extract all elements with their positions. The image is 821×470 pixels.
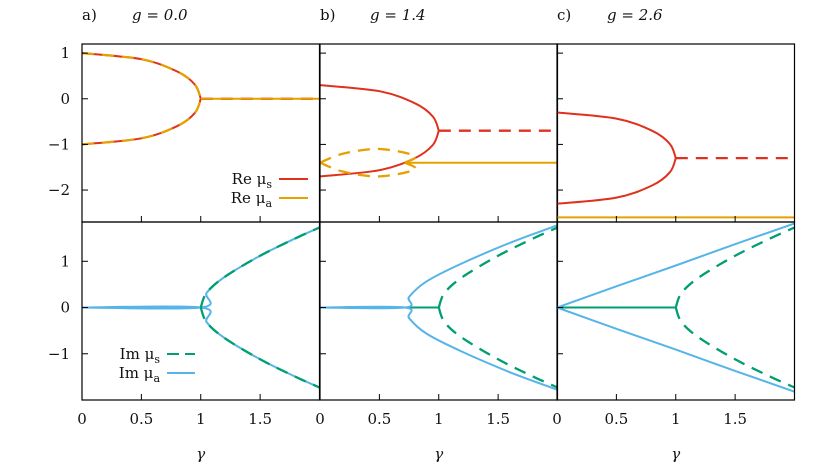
legend-label: Re μs [232,170,273,191]
series-line-re-mu_a [82,51,202,100]
x-tick-label: 0 [552,410,562,428]
series-line-im-mu_a [82,305,320,389]
x-tick-label: 1.5 [486,410,510,428]
y-tick-label: 0 [60,299,70,317]
series-line-im-mu_a [82,226,320,310]
series-line-re-mu_a [320,161,417,178]
x-tick-label: 0 [315,410,325,428]
panel-label: a) [82,6,97,24]
series-group [82,51,320,146]
series-group [557,222,795,393]
panel-frame [81,43,321,223]
series-line-re-mu_s [557,157,677,205]
x-tick-label: 1.5 [723,410,747,428]
panel-top-b: b) g = 1.4 [319,6,559,223]
panel-label: c) [557,6,571,24]
series-line-re-mu_s [82,52,202,100]
x-tick-label: 0.5 [604,410,628,428]
x-tick-label: 0.5 [367,410,391,428]
series-group [557,111,795,219]
series-line-im-mu_a [557,306,795,393]
legend-label: Im μa [119,364,161,385]
panel-frame [556,43,796,223]
y-tick-label: −2 [48,181,70,199]
legend-subscript: a [265,197,272,210]
legend-subscript: s [266,178,272,191]
series-line-re-mu_s [320,84,440,132]
series-line-im-mu_a [320,305,558,391]
series-line-im-mu_s [437,307,558,389]
series-group [320,224,558,391]
series-line-im-mu_s [199,226,320,308]
panel-bottom-c: 0 0.5 1 1.5 γ [552,221,796,463]
x-tick-label: 1 [434,410,444,428]
series-line-re-mu_s [557,111,677,159]
series-line-re-mu_a [320,147,417,164]
series-line-im-mu_s [199,307,320,389]
legend-label: Im μs [120,345,161,366]
series-line-im-mu_a [557,222,795,309]
series-line-re-mu_s [320,130,440,178]
y-tick-label: 0 [60,90,70,108]
y-tick-label: −1 [48,345,70,363]
panel-parameter: g = 0.0 [132,6,188,24]
legend-subscript: s [154,353,160,366]
panel-label: b) [320,6,335,24]
x-tick-label: 1 [196,410,206,428]
series-line-re-mu_s [82,98,202,146]
legend-subscript: a [153,372,160,385]
series-line-im-mu_s [674,226,795,308]
panel-bottom-b: 0 0.5 1 1.5 γ [315,221,559,463]
legend-label: Re μa [231,189,273,210]
series-line-re-mu_a [82,98,202,146]
x-axis-label: γ [671,445,680,463]
series-line-im-mu_s [437,226,558,308]
panel-parameter: g = 1.4 [370,6,426,24]
series-group [82,226,320,389]
x-axis-label: γ [196,445,205,463]
y-tick-label: −1 [48,135,70,153]
series-line-im-mu_s [674,307,795,389]
panel-top-c: c) g = 2.6 [556,6,796,223]
x-axis-label: γ [434,445,443,463]
x-tick-label: 1.5 [248,410,272,428]
x-tick-label: 1 [671,410,681,428]
series-line-im-mu_a [320,224,558,310]
y-tick-label: 1 [60,252,70,270]
x-tick-label: 0.5 [129,410,153,428]
x-tick-label: 0 [77,410,87,428]
y-tick-label: 1 [60,44,70,62]
panel-parameter: g = 2.6 [607,6,663,24]
series-group [320,84,558,178]
